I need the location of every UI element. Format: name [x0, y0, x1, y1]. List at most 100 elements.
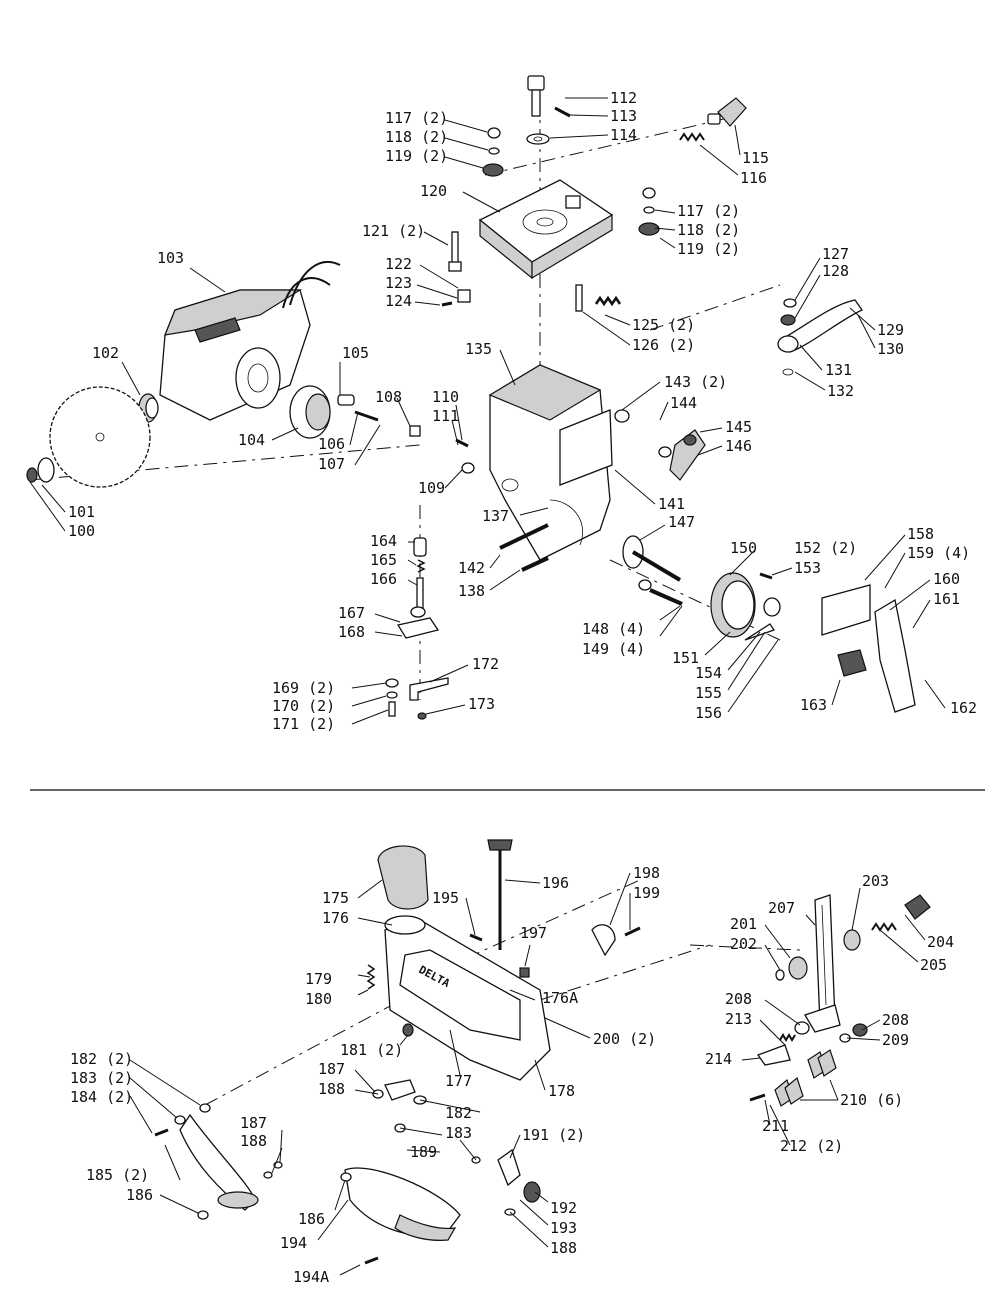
clip-198 — [591, 924, 616, 957]
label-130: 130 — [877, 340, 904, 358]
label-131: 131 — [825, 361, 852, 379]
screw-186-center — [340, 1172, 352, 1182]
label-198: 198 — [633, 864, 660, 882]
label-128: 128 — [822, 262, 849, 280]
label-202: 202 — [730, 935, 757, 953]
label-146: 146 — [725, 437, 752, 455]
bushing-109 — [461, 462, 475, 474]
label-122: 122 — [385, 255, 412, 273]
label-147: 147 — [668, 513, 695, 531]
label-182-center: 182 — [445, 1104, 472, 1122]
screw-186-left — [197, 1210, 209, 1220]
label-154: 154 — [695, 664, 722, 682]
label-119-right: 119 (2) — [677, 240, 740, 258]
label-201: 201 — [730, 915, 757, 933]
knob-153 — [763, 597, 781, 617]
washer-118-right — [643, 206, 655, 214]
bolt-142 — [499, 523, 549, 550]
label-109: 109 — [418, 479, 445, 497]
nut-100 — [26, 467, 38, 483]
label-163: 163 — [800, 696, 827, 714]
label-108: 108 — [375, 388, 402, 406]
bushing-119-left — [482, 163, 504, 177]
label-209: 209 — [882, 1031, 909, 1049]
screw-181 — [402, 1023, 414, 1037]
screw-199 — [624, 926, 641, 937]
lever-146 — [669, 429, 706, 481]
label-119-left: 119 (2) — [385, 147, 448, 165]
spring-165 — [416, 559, 426, 573]
label-187-right: 187 — [240, 1114, 267, 1132]
nut-108 — [409, 425, 421, 437]
washer-169 — [385, 678, 399, 688]
label-183-left: 183 (2) — [70, 1069, 133, 1087]
label-188-center: 188 — [318, 1080, 345, 1098]
label-175: 175 — [322, 889, 349, 907]
plate-172 — [409, 677, 449, 701]
leader-lines — [29, 97, 946, 1276]
label-186-left: 186 — [126, 1186, 153, 1204]
miter-scale-150 — [710, 572, 756, 638]
label-199: 199 — [633, 884, 660, 902]
label-167: 167 — [338, 604, 365, 622]
label-193: 193 — [550, 1219, 577, 1237]
bushing-203 — [843, 929, 861, 951]
label-150: 150 — [730, 539, 757, 557]
shaft-147 — [622, 535, 682, 582]
label-195: 195 — [432, 889, 459, 907]
label-148: 148 (4) — [582, 620, 645, 638]
label-179: 179 — [305, 970, 332, 988]
label-214: 214 — [705, 1050, 732, 1068]
screw-184-left — [154, 1128, 169, 1137]
bracket-122 — [457, 289, 471, 303]
handle-129 — [777, 298, 863, 376]
label-114: 114 — [610, 126, 637, 144]
nut-197 — [519, 967, 530, 978]
roller-201 — [788, 956, 808, 980]
label-203: 203 — [862, 872, 889, 890]
label-129: 129 — [877, 321, 904, 339]
nut-117-right — [642, 187, 656, 199]
label-208-right: 208 — [882, 1011, 909, 1029]
label-118-left: 118 (2) — [385, 128, 448, 146]
screw-194A — [364, 1256, 379, 1265]
pin-113 — [554, 106, 571, 118]
label-182-left: 182 (2) — [70, 1050, 133, 1068]
screw-111 — [455, 438, 469, 448]
label-173: 173 — [468, 695, 495, 713]
label-156: 156 — [695, 704, 722, 722]
label-110: 110 — [432, 388, 459, 406]
label-185: 185 (2) — [86, 1166, 149, 1184]
label-208-left: 208 — [725, 990, 752, 1008]
label-210: 210 (6) — [840, 1091, 903, 1109]
label-152: 152 (2) — [794, 539, 857, 557]
label-183-center: 183 — [445, 1124, 472, 1142]
label-125: 125 (2) — [632, 316, 695, 334]
washer-183-left — [174, 1115, 186, 1125]
bolt-112 — [527, 75, 545, 117]
adapter-104 — [289, 385, 331, 439]
yoke-plate-120 — [478, 179, 614, 280]
label-181: 181 (2) — [340, 1041, 403, 1059]
label-170: 170 (2) — [272, 697, 335, 715]
part-labels: 112 113 114 115 116 117 (2) 118 (2) 119 … — [68, 89, 977, 1286]
label-197: 197 — [520, 924, 547, 942]
label-144: 144 — [670, 394, 697, 412]
label-187-center: 187 — [318, 1060, 345, 1078]
label-213: 213 — [725, 1010, 752, 1028]
pawls-210 — [774, 1049, 837, 1107]
label-118-right: 118 (2) — [677, 221, 740, 239]
label-165: 165 — [370, 551, 397, 569]
pin-126 — [575, 284, 583, 312]
label-207: 207 — [768, 899, 795, 917]
label-176: 176 — [322, 909, 349, 927]
motor-103 — [159, 260, 341, 421]
label-153: 153 — [794, 559, 821, 577]
lower-guard-194 — [344, 1167, 461, 1241]
label-102: 102 — [92, 344, 119, 362]
label-158: 158 — [907, 525, 934, 543]
label-191: 191 (2) — [522, 1126, 585, 1144]
label-186-center: 186 — [298, 1210, 325, 1228]
label-138: 138 — [458, 582, 485, 600]
